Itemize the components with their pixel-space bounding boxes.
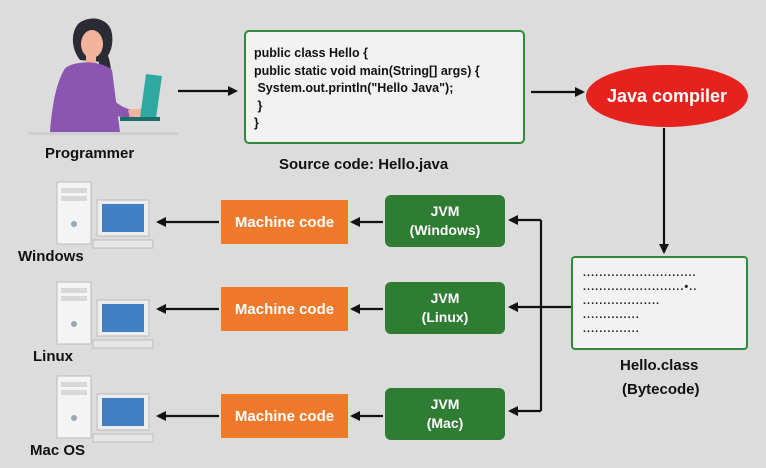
- jvm-windows-box: JVM (Windows): [385, 195, 505, 247]
- bytecode-line: .........................•..: [583, 281, 698, 293]
- bytecode-line: ...................: [583, 295, 661, 307]
- java-compiler-label: Java compiler: [606, 85, 728, 106]
- bytecode-line: ..............: [583, 323, 640, 335]
- code-line: public static void main(String[] args) {: [254, 63, 480, 78]
- mac-computer-icon: [56, 375, 154, 443]
- jvm-linux-platform: (Linux): [421, 309, 469, 325]
- programmer-illustration: [28, 18, 178, 135]
- bytecode-line: ............................: [583, 267, 697, 279]
- linux-label: Linux: [33, 348, 73, 365]
- windows-label: Windows: [18, 248, 84, 265]
- bytecode-line: ..............: [583, 309, 640, 321]
- jvm-windows-title: JVM: [430, 203, 460, 219]
- machine-code-linux-label: Machine code: [234, 300, 335, 318]
- jvm-mac-title: JVM: [430, 396, 460, 412]
- jvm-linux-box: JVM (Linux): [385, 282, 505, 334]
- code-line: public class Hello {: [254, 46, 368, 60]
- jvm-mac-box: JVM (Mac): [385, 388, 505, 440]
- source-code-box: public class Hello { public static void …: [244, 30, 525, 144]
- jvm-mac-platform: (Mac): [426, 415, 464, 431]
- jvm-windows-platform: (Windows): [409, 222, 481, 238]
- programmer-label: Programmer: [45, 145, 135, 162]
- bytecode-box: ............................ ...........…: [571, 256, 748, 350]
- source-code-caption: Source code: Hello.java: [279, 156, 449, 173]
- machine-code-linux-box: Machine code: [221, 287, 348, 331]
- bytecode-caption-type: (Bytecode): [622, 381, 700, 398]
- linux-computer-icon: [56, 281, 154, 349]
- machine-code-windows-label: Machine code: [234, 213, 335, 231]
- code-line: System.out.println("Hello Java");: [254, 81, 454, 95]
- java-compiler-ellipse: Java compiler: [586, 65, 748, 127]
- windows-computer-icon: [56, 181, 154, 249]
- code-line: }: [254, 98, 263, 113]
- bytecode-caption-filename: Hello.class: [620, 357, 699, 374]
- mac-os-label: Mac OS: [30, 442, 86, 459]
- code-line: }: [254, 116, 259, 130]
- machine-code-windows-box: Machine code: [221, 200, 348, 244]
- machine-code-mac-box: Machine code: [221, 394, 348, 438]
- jvm-linux-title: JVM: [430, 290, 460, 306]
- machine-code-mac-label: Machine code: [234, 407, 335, 425]
